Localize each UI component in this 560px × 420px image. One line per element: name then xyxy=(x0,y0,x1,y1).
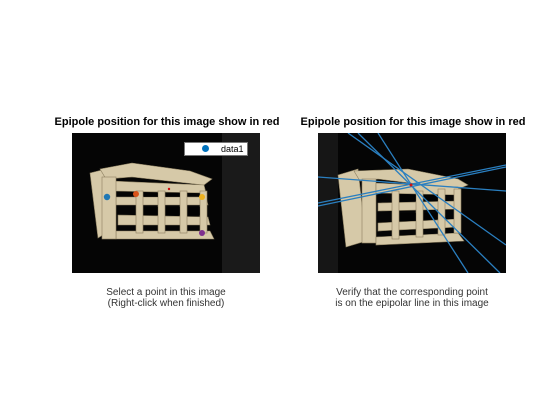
left-temple-image xyxy=(72,133,260,273)
right-image-title: Epipole position for this image show in … xyxy=(300,116,526,128)
selected-point-3 xyxy=(199,194,205,200)
epipole-marker xyxy=(167,187,171,191)
epipolar-line-6 xyxy=(377,133,469,273)
left-instruction: Select a point in this image (Right-clic… xyxy=(46,287,286,309)
temple-model xyxy=(89,162,215,240)
epipolar-line-4 xyxy=(347,133,506,246)
selected-point-1 xyxy=(103,193,111,201)
epipole-marker xyxy=(409,183,413,187)
right-instruction: Verify that the corresponding point is o… xyxy=(292,287,532,309)
selected-point-2 xyxy=(133,191,139,197)
right-temple-image xyxy=(318,133,506,273)
epipolar-line-5 xyxy=(357,133,501,273)
left-image-title: Epipole position for this image show in … xyxy=(54,116,280,128)
legend-marker-icon xyxy=(202,145,209,152)
left-instruction-line2: (Right-click when finished) xyxy=(107,298,225,309)
selected-point-4 xyxy=(199,230,205,236)
left-image-axes[interactable]: data1 xyxy=(72,133,260,273)
right-image-axes[interactable] xyxy=(318,133,506,273)
legend[interactable]: data1 xyxy=(184,142,248,156)
right-instruction-line2: is on the epipolar line in this image xyxy=(335,298,489,309)
legend-label: data1 xyxy=(221,144,244,154)
right-instruction-line1: Verify that the corresponding point xyxy=(336,287,488,298)
left-instruction-line1: Select a point in this image xyxy=(106,287,226,298)
